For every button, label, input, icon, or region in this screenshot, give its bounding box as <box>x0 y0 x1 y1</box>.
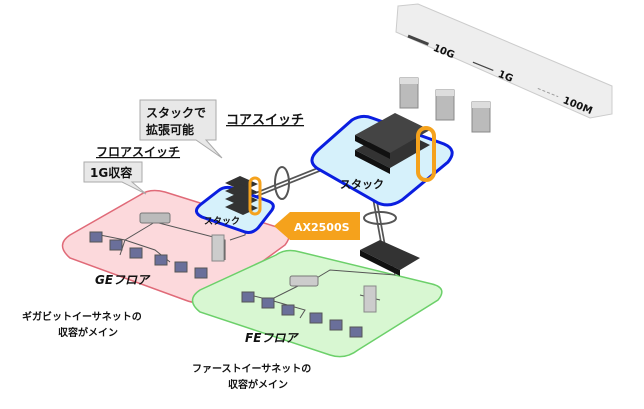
access-point-icon <box>363 285 377 313</box>
fe-floor-label: FEフロア <box>245 331 299 345</box>
servers <box>399 77 491 133</box>
legend-line-1g <box>472 61 494 72</box>
callout-stack: スタックで 拡張可能 <box>139 99 223 159</box>
hub-icon <box>289 275 319 287</box>
server-icon <box>471 101 491 133</box>
stack-ring-icon <box>248 176 262 216</box>
legend-line-10g <box>407 34 429 46</box>
core-switch-stack: スタック <box>310 113 454 207</box>
server-icon <box>435 89 455 121</box>
legend-line-100m <box>537 87 559 98</box>
stack-ring-icon <box>416 126 436 182</box>
callout-capacity: 1G収容 <box>83 161 147 195</box>
link-aggregation-icon <box>363 211 397 225</box>
core-stack-label: スタック <box>340 178 384 191</box>
pc-icons <box>241 291 363 338</box>
core-switch-title: コアスイッチ <box>226 113 304 128</box>
server-icon <box>399 77 419 109</box>
fe-floor-desc-line2: 収容がメイン <box>228 378 288 391</box>
fe-floor-switch <box>360 240 420 270</box>
access-point-icon <box>211 234 225 262</box>
hub-icon <box>139 212 171 224</box>
product-arrow: AX2500S <box>274 212 360 240</box>
callout-stack-line2: 拡張可能 <box>146 122 194 137</box>
legend-panel <box>395 3 613 119</box>
ge-floor-desc-line2: 収容がメイン <box>58 326 118 339</box>
callout-stack-line1: スタックで <box>146 106 206 120</box>
legend: 10G 1G 100M <box>395 3 613 119</box>
fe-floor-area <box>191 249 443 358</box>
product-label: AX2500S <box>294 221 350 234</box>
fe-floor-desc-line1: ファーストイーサネットの <box>192 363 311 375</box>
floor-switch-stack: スタック <box>195 176 275 234</box>
ge-floor-desc-line1: ギガビットイーサネットの <box>22 310 142 323</box>
callout-capacity-text: 1G収容 <box>90 165 132 180</box>
floor-stack-label: スタック <box>204 215 240 227</box>
legend-label-1g: 1G <box>496 69 514 85</box>
ge-floor-label: GEフロア <box>95 273 151 287</box>
floor-switch-title: フロアスイッチ <box>96 145 180 159</box>
link-aggregation-icon <box>274 166 290 200</box>
pc-icons <box>89 231 208 279</box>
